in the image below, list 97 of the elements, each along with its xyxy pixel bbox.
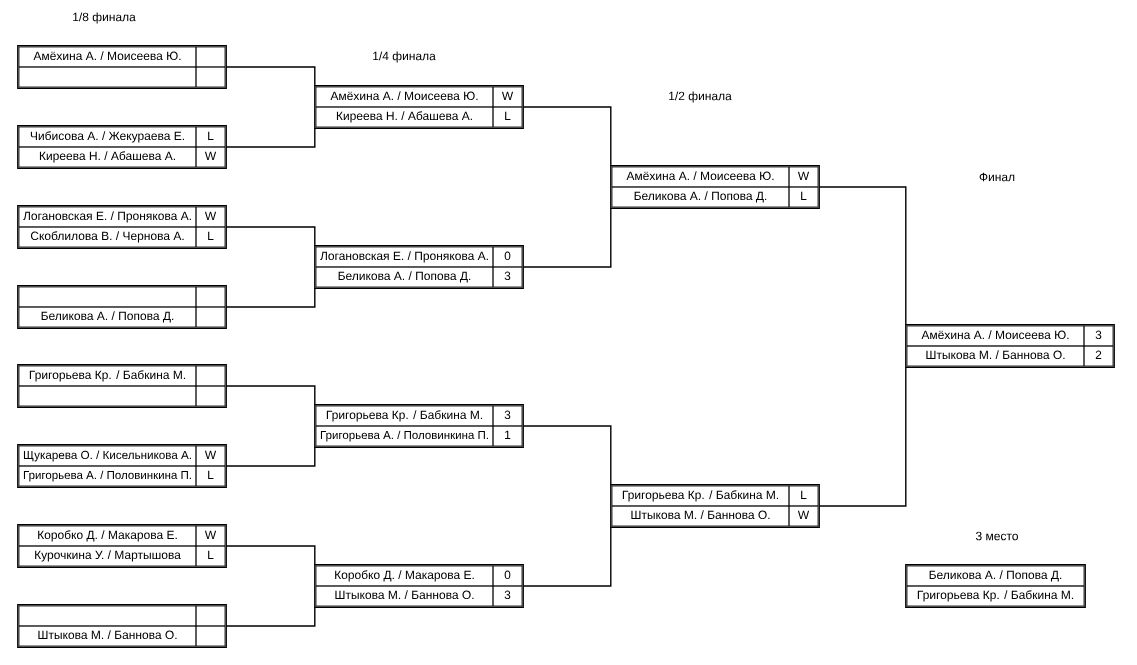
match-table [610, 165, 820, 209]
team-cell: Беликова А. / Попова Д. [611, 186, 790, 208]
score-cell: 0 [492, 565, 523, 587]
team-cell: Киреева Н. / Абашева А. [18, 146, 197, 168]
team-cell: Логановская Е. / Пронякова А. [18, 206, 197, 228]
match-table [314, 564, 524, 608]
score-cell: L [492, 106, 523, 128]
match-table [314, 85, 524, 129]
match-table [17, 364, 227, 408]
blank-cell [195, 385, 226, 407]
blank-cell [195, 365, 226, 387]
team-cell: Логановская Е. / Пронякова А. [315, 246, 494, 268]
team-cell: Григорьева А. / Половинкина П. [18, 465, 197, 487]
score-cell: 3 [492, 405, 523, 427]
score-cell: W [195, 445, 226, 467]
score-cell: 2 [1083, 345, 1114, 367]
bracket-line [225, 606, 316, 627]
score-cell: 3 [492, 266, 523, 288]
bracket-line [225, 385, 316, 406]
bracket-line [225, 226, 316, 247]
blank-cell [195, 66, 226, 88]
match-table [17, 285, 227, 329]
match-table [314, 245, 524, 289]
blank-cell [18, 605, 197, 627]
team-cell: Григорьева Кр. / Бабкина М. [906, 585, 1085, 607]
match-table [17, 45, 227, 89]
team-cell: Щукарева О. / Кисельникова А. [18, 445, 197, 467]
team-cell: Григорьева Кр. / Бабкина М. [315, 405, 494, 427]
score-cell: W [195, 146, 226, 168]
match-table [17, 205, 227, 249]
round-heading: 1/8 финала [73, 12, 136, 24]
bracket-line [522, 207, 612, 268]
bracket-line [522, 106, 612, 167]
bracket-line [818, 366, 907, 507]
score-cell: W [788, 166, 819, 188]
score-cell: 0 [492, 246, 523, 268]
bracket-line [225, 127, 316, 148]
match-table [610, 484, 820, 528]
blank-cell [18, 286, 197, 308]
team-cell: Штыкова М. / Баннова О. [611, 505, 790, 527]
match-table [17, 444, 227, 488]
blank-cell [195, 306, 226, 328]
bracket-line [522, 526, 612, 587]
team-cell: Коробко Д. / Макарова Е. [18, 525, 197, 547]
score-cell: L [195, 465, 226, 487]
round-heading: 1/4 финала [373, 51, 436, 63]
score-cell: W [788, 505, 819, 527]
score-cell: 1 [492, 425, 523, 447]
bracket-line [225, 287, 316, 308]
team-cell: Григорьева А. / Половинкина П. [315, 425, 494, 447]
score-cell: L [195, 226, 226, 248]
team-cell: Амёхина А. / Моисеева Ю. [906, 325, 1085, 347]
score-cell: L [788, 186, 819, 208]
match-table [905, 564, 1086, 608]
score-cell: L [195, 126, 226, 148]
match-table [17, 604, 227, 648]
team-cell: Беликова А. / Попова Д. [315, 266, 494, 288]
score-cell: L [788, 485, 819, 507]
team-cell: Амёхина А. / Моисеева Ю. [611, 166, 790, 188]
team-cell: Амёхина А. / Моисеева Ю. [18, 46, 197, 68]
bracket-line [225, 66, 316, 87]
blank-cell [195, 605, 226, 627]
bracket-line [225, 446, 316, 467]
score-cell: W [195, 206, 226, 228]
team-cell: Чибисова А. / Жекураева Е. [18, 126, 197, 148]
team-cell: Штыкова М. / Баннова О. [315, 585, 494, 607]
team-cell: Беликова А. / Попова Д. [906, 565, 1085, 587]
team-cell: Штыкова М. / Баннова О. [18, 625, 197, 647]
score-cell: L [195, 545, 226, 567]
match-table [17, 125, 227, 169]
team-cell: Курочкина У. / Мартышова [18, 545, 197, 567]
score-cell: W [492, 86, 523, 108]
team-cell: Григорьева Кр. / Бабкина М. [611, 485, 790, 507]
match-table [17, 524, 227, 568]
blank-cell [195, 286, 226, 308]
team-cell: Киреева Н. / Абашева А. [315, 106, 494, 128]
blank-cell [195, 46, 226, 68]
match-table [314, 404, 524, 448]
match-table [905, 324, 1115, 368]
score-cell: 3 [492, 585, 523, 607]
bracket-line [818, 186, 907, 326]
team-cell: Штыкова М. / Баннова О. [906, 345, 1085, 367]
bracket-line [225, 545, 316, 566]
blank-cell [195, 625, 226, 647]
blank-cell [18, 385, 197, 407]
round-heading: Финал [979, 172, 1015, 182]
team-cell: Скоблилова В. / Чернова А. [18, 226, 197, 248]
team-cell: Амёхина А. / Моисеева Ю. [315, 86, 494, 108]
round-heading: 3 место [975, 531, 1018, 541]
blank-cell [18, 66, 197, 88]
team-cell: Григорьева Кр. / Бабкина М. [18, 365, 197, 387]
score-cell: W [195, 525, 226, 547]
team-cell: Беликова А. / Попова Д. [18, 306, 197, 328]
team-cell: Коробко Д. / Макарова Е. [315, 565, 494, 587]
round-heading: 1/2 финала [669, 91, 732, 103]
bracket-line [522, 425, 612, 486]
score-cell: 3 [1083, 325, 1114, 347]
